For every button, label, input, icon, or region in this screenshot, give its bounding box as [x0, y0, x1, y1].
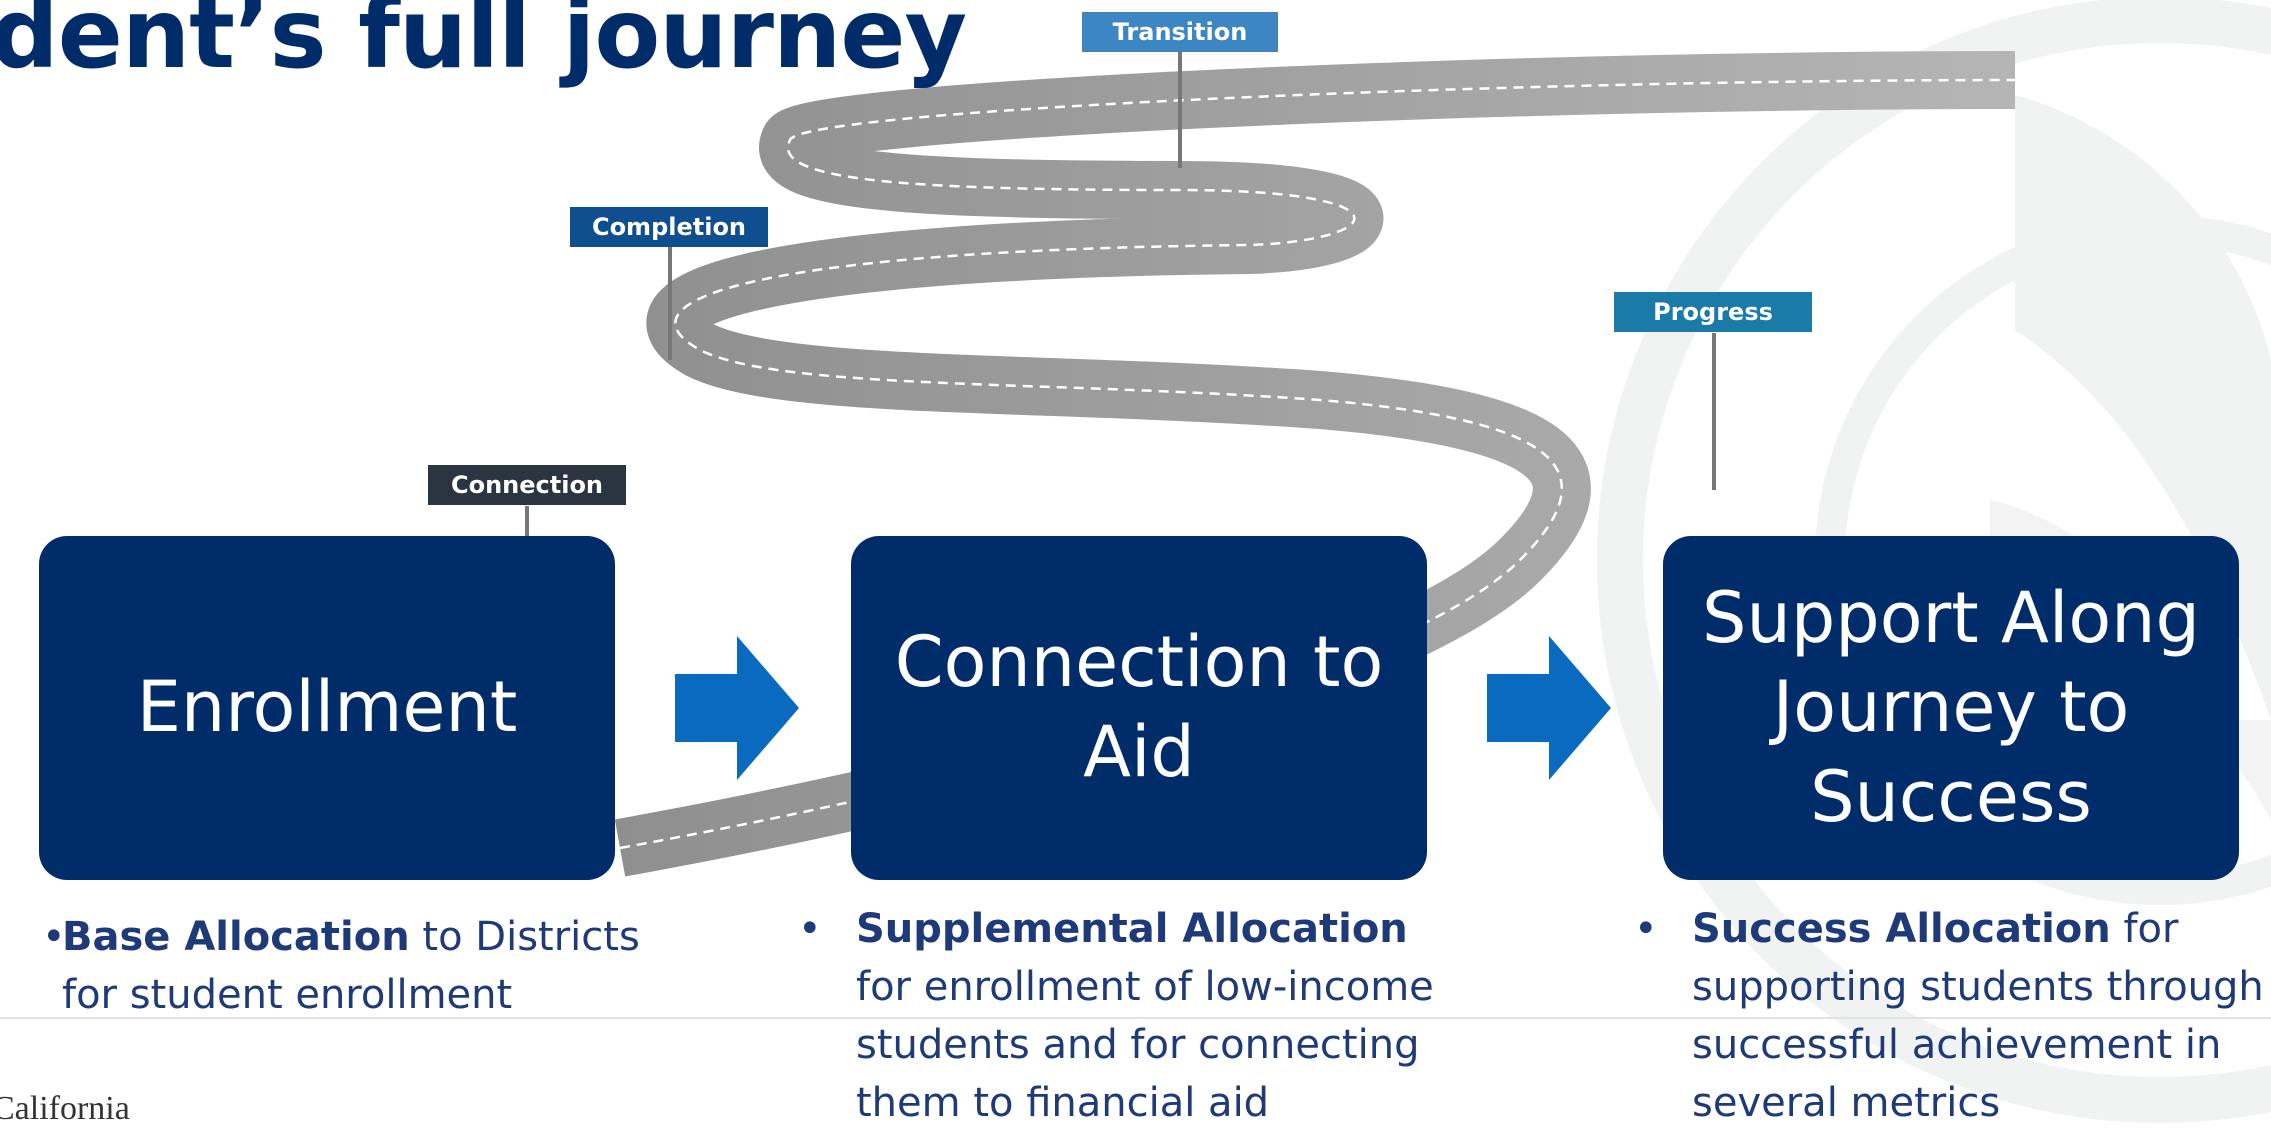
bullet-base-allocation: • Base Allocation to Districts for stude… [42, 908, 642, 1024]
sign-transition: Transition [1082, 12, 1278, 52]
stage-box-support-along-journey: Support Along Journey to Success [1663, 536, 2239, 880]
stage-box-connection-to-aid: Connection to Aid [851, 536, 1427, 880]
bullet-dot: • [1634, 906, 1658, 952]
footer-brand-text: California [0, 1090, 130, 1127]
sign-progress: Progress [1614, 292, 1812, 332]
stage-box-enrollment: Enrollment [39, 536, 615, 880]
stage-label-line: Enrollment [136, 666, 518, 749]
bullet-rest: to Districts for student enrollment [62, 914, 640, 1018]
stage-label-line: Connection to [894, 621, 1384, 704]
bullet-rest: for enrollment of low-income students an… [856, 964, 1434, 1126]
sign-connection: Connection [428, 465, 626, 505]
right-arrow-icon [1487, 636, 1611, 780]
bullet-rest: for supporting students through successf… [1692, 906, 2264, 1126]
bullet-supplemental-allocation: • Supplemental Allocation for enrollment… [798, 900, 1456, 1132]
footer-divider [0, 1017, 2271, 1019]
bullet-text: Success Allocation for supporting studen… [1692, 900, 2271, 1132]
bullet-bold: Success Allocation [1692, 906, 2111, 952]
slide-title: dent’s full journey [0, 0, 967, 90]
bullet-dot: • [798, 906, 822, 952]
bullet-bold: Supplemental Allocation [856, 906, 1408, 952]
right-arrow-icon [675, 636, 799, 780]
road-center-line [619, 78, 2016, 850]
bullet-success-allocation: • Success Allocation for supporting stud… [1634, 900, 2271, 1132]
stage-label-line: Success [1810, 755, 2092, 838]
bullet-text: Supplemental Allocation for enrollment o… [856, 900, 1456, 1132]
sign-completion: Completion [570, 207, 768, 247]
bullet-bold: Base Allocation [62, 914, 410, 960]
stage-label-line: Journey to [1772, 666, 2130, 749]
bullet-dot: • [42, 914, 66, 960]
bullet-text: Base Allocation to Districts for student… [62, 908, 642, 1024]
stage-label-line: Aid [1083, 711, 1195, 793]
stage-label-line: Support Along [1702, 576, 2200, 659]
